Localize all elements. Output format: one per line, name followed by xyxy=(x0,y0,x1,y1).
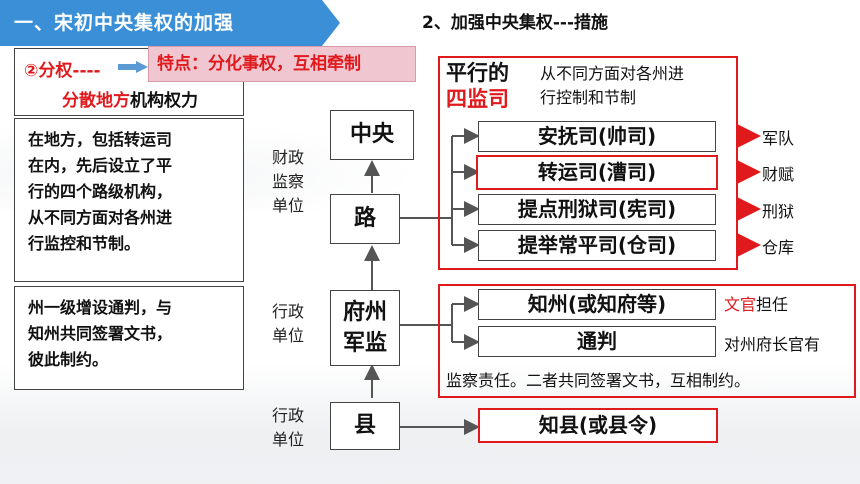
fenquan-desc-red: 分散地方 xyxy=(62,91,130,111)
paragraph-1-line: 行的四个路级机构， xyxy=(28,182,173,201)
paragraph-2-line: 州一级增设通判，与 xyxy=(28,298,173,317)
paragraph-1-line: 行监控和节制。 xyxy=(28,234,141,253)
label-line: 监察 xyxy=(271,172,304,191)
paragraph-1-line: 在内，先后设立了平 xyxy=(28,156,173,175)
serve-text: 担任 xyxy=(756,295,789,314)
node-prefecture-line: 军监 xyxy=(342,331,387,356)
paragraph-box-2 xyxy=(14,286,244,390)
paragraph-2: 州一级增设通判，与 知州共同签署文书， 彼此制约。 xyxy=(28,295,172,373)
four-offices-title-line2: 四监司 xyxy=(446,87,509,111)
office-tiju-changping: 提举常平司(仓司) xyxy=(478,230,716,261)
four-offices-note: 从不同方面对各州进 行控制和节制 xyxy=(540,62,684,110)
node-prefecture-line: 府州 xyxy=(342,300,387,325)
node-prefecture: 府州 军监 xyxy=(330,290,400,366)
label-line: 单位 xyxy=(271,326,304,345)
paragraph-1-line: 在地方，包括转运司 xyxy=(28,130,173,149)
four-offices-note-line: 从不同方面对各州进 xyxy=(540,64,685,83)
four-offices-frame xyxy=(438,56,738,270)
arrow-right-icon xyxy=(118,61,148,73)
paragraph-1: 在地方，包括转运司 在内，先后设立了平 行的四个路级机构， 从不同方面对各州进 … xyxy=(28,127,172,257)
office-zhixian: 知县(或县令) xyxy=(478,408,718,443)
node-county: 县 xyxy=(330,402,400,450)
result-army: 军队 xyxy=(762,129,795,148)
tongpan-note-2: 监察责任。二者共同签署文书，互相制约。 xyxy=(446,371,751,390)
finance-supervision-label: 财政 监察 单位 xyxy=(268,146,308,218)
result-granary: 仓库 xyxy=(762,238,795,257)
four-offices-title-line1: 平行的 xyxy=(446,61,509,85)
label-line: 财政 xyxy=(271,148,304,167)
four-offices-title: 平行的 四监司 xyxy=(446,60,509,112)
result-justice: 刑狱 xyxy=(762,202,795,221)
node-route: 路 xyxy=(330,194,400,244)
result-revenue: 财赋 xyxy=(762,165,795,184)
label-line: 行政 xyxy=(271,406,304,425)
fenquan-label: ②分权---- xyxy=(24,61,101,81)
paragraph-2-line: 知州共同签署文书， xyxy=(28,324,173,343)
section-title: 一、宋初中央集权的加强 xyxy=(14,12,235,34)
section-banner xyxy=(0,0,340,46)
feature-note: 特点：分化事权，互相牵制 xyxy=(148,46,416,82)
four-offices-note-line: 行控制和节制 xyxy=(540,88,637,107)
fenquan-desc-black: 机构权力 xyxy=(130,91,198,111)
office-zhuanyunsi: 转运司(漕司) xyxy=(476,155,718,190)
office-anfusi: 安抚司(帅司) xyxy=(478,121,716,152)
fenquan-desc: 分散地方机构权力 xyxy=(62,86,198,111)
label-line: 单位 xyxy=(271,430,304,449)
paragraph-2-line: 彼此制约。 xyxy=(28,350,109,369)
label-line: 单位 xyxy=(271,196,304,215)
paragraph-1-line: 从不同方面对各州进 xyxy=(28,208,173,227)
zhizhou-note: 文官担任 xyxy=(724,291,788,315)
label-line: 行政 xyxy=(271,302,304,321)
civil-official-text: 文官 xyxy=(724,295,757,314)
office-zhizhou: 知州(或知府等) xyxy=(478,289,716,320)
prefecture-frame xyxy=(438,284,856,398)
node-central: 中央 xyxy=(330,110,414,160)
tongpan-note-1: 对州府长官有 xyxy=(724,335,821,354)
measures-title: 2、加强中央集权---措施 xyxy=(422,13,608,33)
office-tongpan: 通判 xyxy=(478,326,716,357)
admin-unit-label-2: 行政 单位 xyxy=(268,404,308,452)
office-tidian-xingyu: 提点刑狱司(宪司) xyxy=(478,194,716,225)
admin-unit-label-1: 行政 单位 xyxy=(268,300,308,348)
paragraph-box-1 xyxy=(14,118,244,282)
